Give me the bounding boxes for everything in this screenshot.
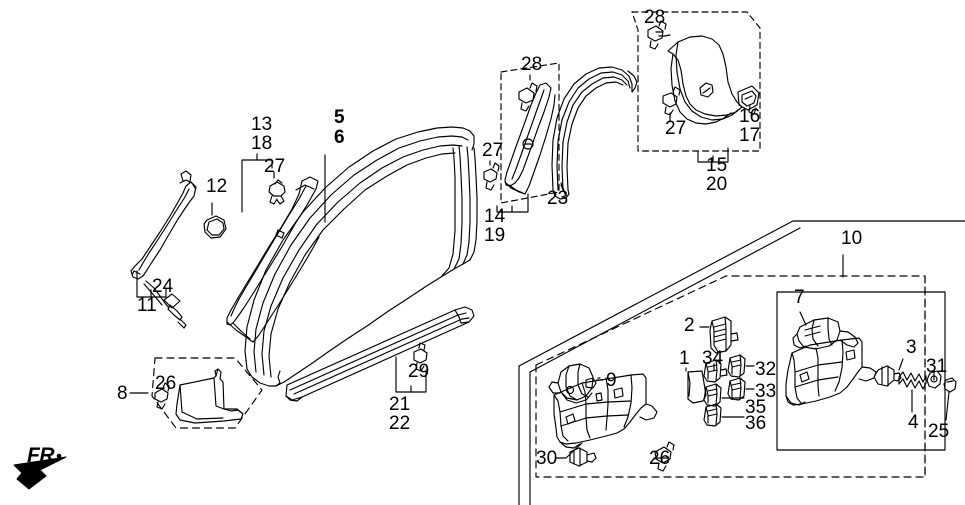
callout-23: 23 (547, 188, 569, 209)
part-26-clip-b (654, 441, 675, 472)
callout-27-center: 27 (482, 140, 504, 161)
callout-26-lower: 26 (649, 448, 671, 469)
part-33-connector (727, 377, 746, 401)
part-27-clip-b (483, 162, 500, 191)
part-26-clip-a (154, 382, 170, 410)
callout-6: 6 (334, 127, 345, 148)
callout-16: 16 (739, 106, 761, 127)
callout-7: 7 (794, 287, 805, 308)
callout-4: 4 (908, 412, 919, 433)
part-2-connector (709, 316, 739, 354)
part-8-26-group-box (151, 357, 263, 429)
callout-15: 15 (706, 155, 728, 176)
main-latch-body-left (553, 373, 658, 449)
inset-right-box (776, 291, 946, 451)
callout-25: 25 (928, 421, 950, 442)
callout-27-rear: 27 (665, 118, 687, 139)
callout-19: 19 (484, 225, 506, 246)
part-32-connector (727, 354, 746, 378)
part-27-clip-c (662, 86, 681, 116)
part-3-leader (898, 358, 904, 371)
callout-32: 32 (755, 359, 777, 380)
part-5-6-door-opening-seal (244, 126, 478, 387)
callout-36: 36 (745, 413, 767, 434)
callout-1: 1 (679, 348, 690, 369)
callout-14: 14 (484, 206, 506, 227)
callout-27-front: 27 (264, 156, 286, 177)
callout-28-rear: 28 (644, 7, 666, 28)
part-8-bracket (175, 368, 244, 424)
callout-24: 24 (152, 276, 174, 297)
callout-2: 2 (684, 315, 695, 336)
part-28-clip-b (647, 20, 667, 50)
inset-10-dashed-box (535, 275, 926, 478)
fr-dot (56, 453, 62, 459)
callout-11: 11 (137, 295, 157, 316)
fr-arrow (13, 456, 67, 490)
part-12-grommet (203, 215, 227, 239)
callout-33: 33 (755, 381, 777, 402)
part-28-clip-a (518, 82, 538, 112)
callout-12: 12 (206, 176, 228, 197)
callout-29: 29 (408, 361, 430, 382)
part-25-nut (943, 377, 957, 393)
part-13-18-front-pillar-garnish (226, 176, 320, 343)
callout-13: 13 (251, 114, 273, 135)
callout-3: 3 (906, 337, 917, 358)
part-36-connector (703, 403, 722, 427)
callout-17: 17 (739, 125, 761, 146)
callout-9: 9 (606, 370, 617, 391)
part-27-clip-a (268, 179, 286, 205)
part-30-screw (569, 447, 597, 467)
part-14-19-box (500, 62, 560, 204)
callout-18: 18 (251, 133, 273, 154)
part-34-connector (703, 359, 728, 383)
part-35-connector (703, 383, 722, 407)
part-28b-leader (658, 34, 671, 37)
callout-28-center: 28 (521, 54, 543, 75)
part-15-20-box (631, 11, 761, 152)
callout-22: 22 (389, 413, 411, 434)
part-1-plate (687, 370, 707, 404)
part-25-leader (945, 391, 950, 421)
callout-21: 21 (389, 394, 411, 415)
part-23-curved-seal (551, 66, 638, 200)
callout-5: 5 (334, 107, 345, 128)
callout-34: 34 (702, 348, 724, 369)
part-24-screw (143, 280, 187, 329)
callout-31: 31 (926, 356, 948, 377)
part-7-leader (799, 311, 807, 326)
inset-10-outline (518, 220, 965, 505)
part-3-lever (873, 365, 902, 387)
part-16-17-clip (737, 85, 760, 115)
callout-35: 35 (745, 397, 767, 418)
front-direction-label: FR. (27, 444, 60, 467)
part-21-22-sill-trim (285, 306, 475, 402)
part-4-spring (898, 371, 927, 390)
callout-30: 30 (536, 448, 558, 469)
part-15-20-rear-pillar-garnish (667, 35, 743, 125)
part-7-switch (792, 317, 859, 350)
callout-20: 20 (706, 174, 728, 195)
part-11-brace (130, 170, 197, 280)
part-14-19-center-pillar-garnish (504, 82, 556, 195)
part-29-clip (413, 342, 428, 372)
callout-10: 10 (841, 228, 863, 249)
callout-26-upper: 26 (155, 373, 177, 394)
callout-8: 8 (117, 383, 128, 404)
